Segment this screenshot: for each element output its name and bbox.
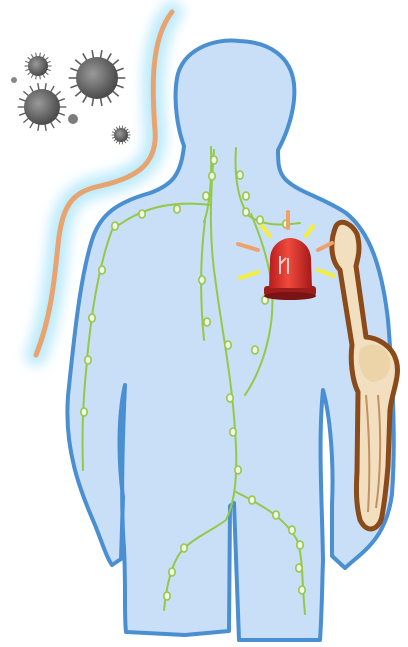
lymph-node	[164, 592, 170, 600]
lymph-node	[252, 346, 258, 354]
microbe-icon	[112, 126, 131, 145]
lymph-node	[81, 408, 87, 416]
lymph-node	[89, 314, 95, 322]
lymph-node	[85, 356, 91, 364]
lymph-node	[227, 394, 233, 402]
lymph-node	[243, 192, 249, 200]
lymph-node	[237, 171, 243, 179]
microbe-icon	[69, 50, 126, 106]
lymph-node	[273, 511, 279, 519]
lymph-node	[99, 266, 105, 274]
lymph-node	[211, 156, 217, 164]
lymph-node	[296, 564, 302, 572]
microbe-icon	[18, 83, 67, 131]
lymph-node	[249, 496, 255, 504]
microbe-cluster	[11, 50, 130, 144]
lymph-node	[225, 341, 231, 349]
lymph-node	[174, 205, 180, 213]
lymph-node	[169, 568, 175, 576]
lymph-node	[257, 216, 263, 224]
lymph-node	[289, 526, 295, 534]
microbe-icon	[68, 114, 78, 124]
lymph-node	[181, 544, 187, 552]
lymph-node	[204, 318, 210, 326]
lymph-node	[199, 276, 205, 284]
lymph-node	[230, 428, 236, 436]
lymph-node	[203, 192, 209, 200]
lymph-node	[235, 466, 241, 474]
lymph-node	[139, 210, 145, 218]
microbe-icon	[11, 77, 17, 83]
microbe-icon	[25, 53, 52, 80]
lymph-node	[209, 172, 215, 180]
lymph-node	[297, 541, 303, 549]
lymph-node	[243, 208, 249, 216]
lymph-node	[299, 586, 305, 594]
lymph-node	[112, 222, 118, 230]
